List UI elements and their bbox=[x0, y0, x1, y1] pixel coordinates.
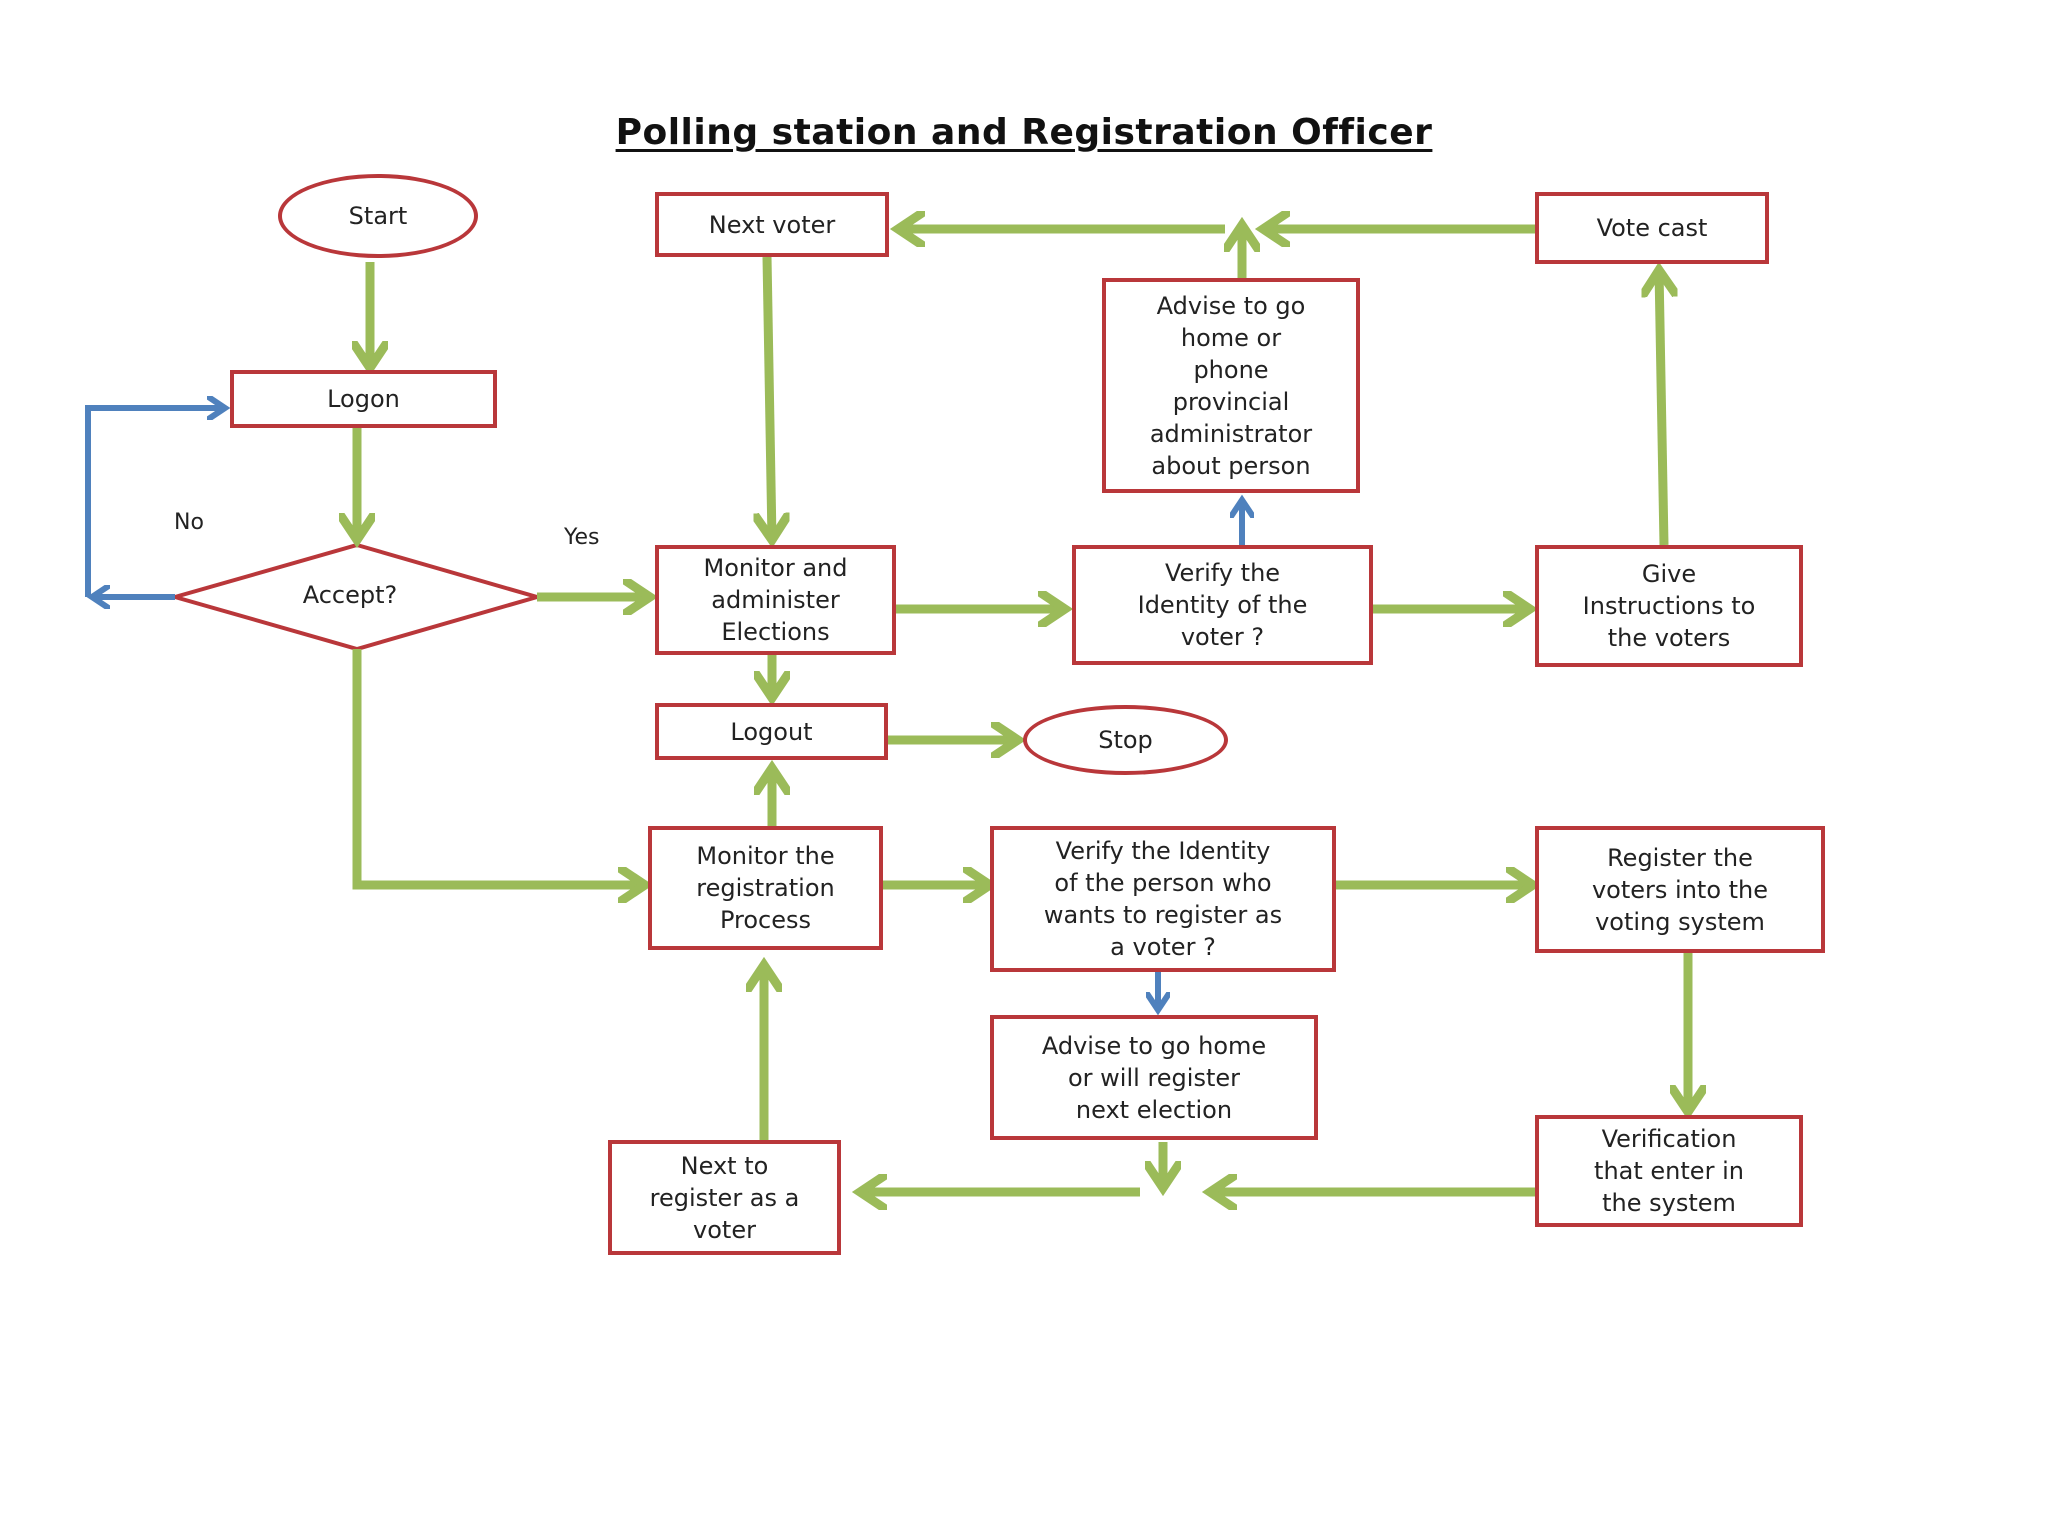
advise-home-or-phone-box: Advise to go home or phone provincial ad… bbox=[1102, 278, 1360, 493]
advise-next-election-box: Advise to go home or will register next … bbox=[990, 1015, 1318, 1140]
diagram-title: Polling station and Registration Officer bbox=[615, 112, 1433, 153]
arrow-no-branch-back-to-logon bbox=[85, 408, 225, 597]
register-voters-box: Register the voters into the voting syst… bbox=[1535, 826, 1825, 953]
stop-terminal: Stop bbox=[1023, 705, 1228, 775]
monitor-registration-box: Monitor the registration Process bbox=[648, 826, 883, 950]
no-branch-label: No bbox=[174, 510, 204, 535]
next-voter-box: Next voter bbox=[655, 192, 889, 257]
yes-branch-label: Yes bbox=[564, 525, 600, 550]
accept-decision-label: Accept? bbox=[302, 581, 398, 609]
verification-entered-box: Verification that enter in the system bbox=[1535, 1115, 1803, 1227]
arrow-accept-to-monitor-registration bbox=[352, 649, 645, 885]
verify-voter-identity-box: Verify the Identity of the voter ? bbox=[1072, 545, 1373, 665]
logon-box: Logon bbox=[230, 370, 497, 428]
verify-registrant-identity-box: Verify the Identity of the person who wa… bbox=[990, 826, 1336, 972]
give-instructions-box: Give Instructions to the voters bbox=[1535, 545, 1803, 667]
arrow-instructions-to-vote-cast bbox=[1659, 270, 1664, 546]
monitor-elections-box: Monitor and administer Elections bbox=[655, 545, 896, 655]
logout-box: Logout bbox=[655, 703, 888, 760]
next-to-register-box: Next to register as a voter bbox=[608, 1140, 841, 1255]
vote-cast-box: Vote cast bbox=[1535, 192, 1769, 264]
arrow-next-voter-to-monitor bbox=[767, 256, 772, 540]
start-terminal: Start bbox=[278, 174, 478, 258]
